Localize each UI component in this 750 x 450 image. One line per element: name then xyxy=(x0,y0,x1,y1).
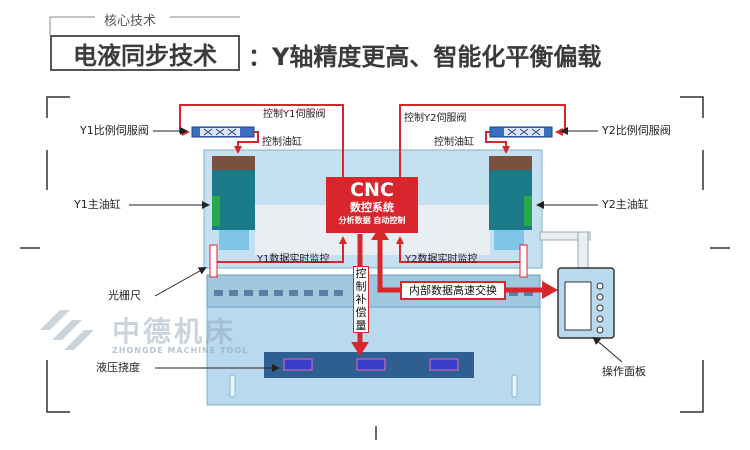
compensation-label: 控制补偿量 xyxy=(353,266,369,333)
cnc-functions: 分析数据 自动控制 xyxy=(338,216,406,225)
grating-label: 光栅尺 xyxy=(108,289,141,302)
header-decoration xyxy=(49,16,240,35)
side-pipe-vert xyxy=(577,231,589,269)
title-box-text: 电液同步技术 xyxy=(73,41,217,70)
ctrl-cyl-left-line xyxy=(234,131,259,154)
y1-monitor-label: Y1数据实时监控 xyxy=(257,254,330,265)
ctrl-y1-valve-label: 控制Y1伺服阀 xyxy=(263,109,326,120)
y2-cylinder-label: Y2主油缸 xyxy=(602,198,649,211)
deflection-label: 液压挠度 xyxy=(96,361,140,374)
y1-servo-valve xyxy=(191,126,255,138)
corner-brackets xyxy=(20,96,730,440)
cnc-box: CNC 数控系统 分析数据 自动控制 xyxy=(326,177,418,233)
core-tech-tag: 核心技术 xyxy=(98,10,163,29)
y1-cylinder xyxy=(212,156,255,250)
exchange-arrowhead xyxy=(542,281,558,299)
y2-servo-valve xyxy=(489,126,553,138)
ctrl-cyl-right-line xyxy=(485,131,510,154)
side-pipe xyxy=(539,231,591,241)
y1-monitor-line xyxy=(217,236,347,263)
deflection-slot-3 xyxy=(429,358,459,371)
deflection-slot-1 xyxy=(283,358,313,371)
data-exchange-label: 内部数据高速交换 xyxy=(400,281,506,300)
y2-valve-label: Y2比例伺服阀 xyxy=(602,124,671,137)
ctrl-y2-valve-label: 控制Y2伺服阀 xyxy=(404,113,467,124)
watermark-logo xyxy=(40,310,94,350)
deflection-slot-2 xyxy=(356,358,386,371)
operation-panel xyxy=(557,267,615,339)
page-title: ：Y轴精度更高、智能化平衡偏载 xyxy=(248,43,602,71)
panel-label: 操作面板 xyxy=(602,365,646,378)
y1-cylinder-label: Y1主油缸 xyxy=(74,198,121,211)
right-leg-slot xyxy=(511,374,518,398)
cnc-subtitle: 数控系统 xyxy=(350,201,394,214)
cnc-title: CNC xyxy=(350,179,394,201)
back-gauge-fingers xyxy=(214,290,533,296)
watermark-text: 中德机床 xyxy=(112,315,237,348)
watermark-text-en: ZHONGDE MACHINE TOOL xyxy=(112,346,249,355)
left-leg-slot xyxy=(229,374,236,398)
y2-monitor-label: Y2数据实时监控 xyxy=(405,254,478,265)
compensation-arrowhead xyxy=(351,342,369,356)
title-box: 电液同步技术 xyxy=(50,35,240,71)
y2-cylinder xyxy=(489,156,532,250)
exchange-back-arrowhead xyxy=(371,226,389,240)
ctrl-cyl-left-label: 控制油缸 xyxy=(262,137,302,148)
y1-valve-label: Y1比例伺服阀 xyxy=(80,124,149,137)
pointer-lines xyxy=(129,127,623,372)
y2-monitor-line xyxy=(396,236,520,263)
ctrl-cyl-right-label: 控制油缸 xyxy=(434,137,474,148)
